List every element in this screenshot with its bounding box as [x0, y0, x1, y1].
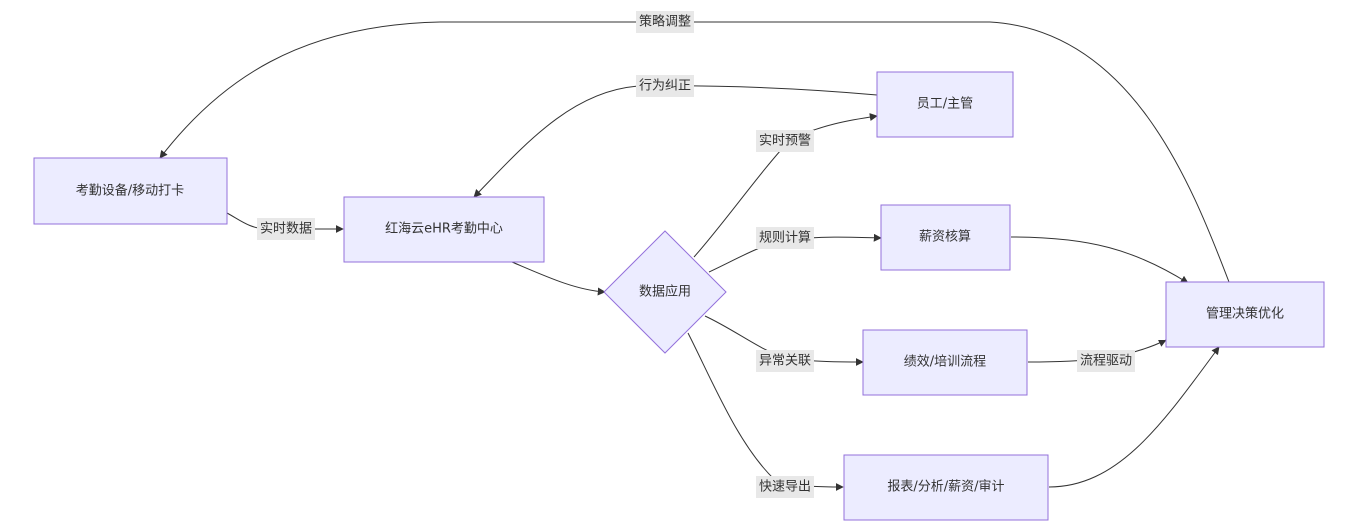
node-center[interactable]: 红海云eHR考勤中心: [343, 196, 545, 263]
edge-label-rule-calc-text: 规则计算: [759, 231, 811, 246]
edge-label-behavior-fix: 行为纠正: [636, 75, 694, 97]
edge-center-to-apply: [511, 261, 606, 296]
edge-label-process-drive: 流程驱动: [1077, 350, 1135, 372]
edge-label-strategy-adjust: 策略调整: [636, 11, 694, 33]
nodes-layer: 考勤设备/移动打卡 红海云eHR考勤中心 数据应用 员工/主管 薪资核算 绩效/…: [33, 71, 1325, 521]
edge-labels-layer: 实时数据 实时预警 规则计算 异常关联 快速导出 流程驱动 行为纠正 策略调整: [257, 11, 1135, 498]
node-decision[interactable]: 管理决策优化: [1165, 281, 1325, 348]
node-decision-label: 管理决策优化: [1206, 306, 1284, 322]
edge-staff-to-center: [473, 85, 878, 198]
node-apply-label: 数据应用: [639, 284, 691, 300]
node-apply[interactable]: 数据应用: [603, 230, 727, 354]
edge-label-realtime-alert-text: 实时预警: [759, 133, 811, 149]
edge-label-quick-export-text: 快速导出: [759, 480, 811, 495]
node-staff-label: 员工/主管: [917, 97, 973, 112]
node-center-label: 红海云eHR考勤中心: [385, 221, 503, 237]
edge-decision-to-device: [159, 21, 1230, 283]
node-perf[interactable]: 绩效/培训流程: [862, 329, 1028, 396]
edge-label-anomaly-link: 异常关联: [756, 350, 814, 372]
edges-layer: [159, 21, 1230, 491]
edge-label-realtime-data: 实时数据: [257, 218, 315, 240]
node-staff[interactable]: 员工/主管: [876, 71, 1014, 138]
edge-label-process-drive-text: 流程驱动: [1080, 354, 1132, 369]
edge-label-strategy-adjust-text: 策略调整: [639, 14, 691, 30]
node-salary-calc[interactable]: 薪资核算: [880, 204, 1011, 271]
edge-label-quick-export: 快速导出: [756, 476, 814, 498]
edge-salary-to-decision: [1010, 236, 1189, 284]
node-device-label: 考勤设备/移动打卡: [76, 183, 184, 199]
edge-apply-to-report: [687, 332, 844, 491]
node-report-label: 报表/分析/薪资/审计: [887, 480, 1004, 495]
node-salary-calc-label: 薪资核算: [919, 230, 971, 245]
node-perf-label: 绩效/培训流程: [904, 354, 986, 370]
node-report[interactable]: 报表/分析/薪资/审计: [843, 454, 1049, 521]
node-device[interactable]: 考勤设备/移动打卡: [33, 157, 228, 225]
edge-label-realtime-alert: 实时预警: [756, 130, 814, 152]
edge-report-to-decision: [1048, 346, 1220, 488]
edge-label-realtime-data-text: 实时数据: [260, 222, 312, 237]
edge-label-behavior-fix-text: 行为纠正: [639, 79, 691, 94]
edge-label-anomaly-link-text: 异常关联: [759, 354, 811, 369]
edge-label-rule-calc: 规则计算: [756, 227, 814, 249]
